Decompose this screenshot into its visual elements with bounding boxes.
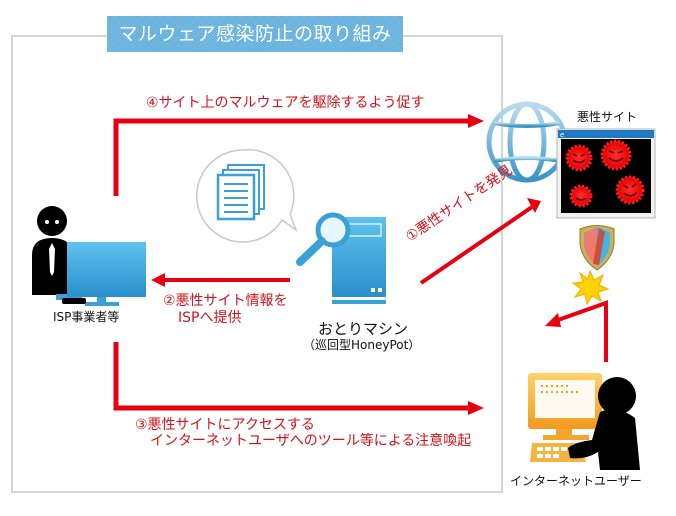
user-monitor-icon <box>528 373 602 462</box>
isp-monitor-icon <box>62 242 146 306</box>
virus-icon <box>615 175 645 205</box>
server-with-magnifier-icon <box>296 212 386 304</box>
shield-icon <box>579 225 615 271</box>
arrow-step-2 <box>151 273 290 287</box>
globe-icon <box>486 101 568 183</box>
step-2-label-line2: ISPへ提供 <box>178 310 242 326</box>
browser-with-viruses-icon: e <box>556 128 656 219</box>
step-2-label-line1: ②悪性サイト情報を <box>163 293 288 309</box>
step-3-label-line2: インターネットユーザへのツール等による注意喚起 <box>150 433 472 449</box>
arrow-step-4 <box>113 114 484 196</box>
virus-icon <box>565 144 593 172</box>
step-4-label: ④サイト上のマルウェアを駆除するよう促す <box>146 95 425 111</box>
explosion-icon <box>571 269 610 306</box>
internet-user-label: インターネットユーザー <box>510 474 642 488</box>
step-3-label-line1: ③悪性サイトにアクセスする <box>135 417 315 433</box>
honeypot-sublabel: （巡回型HoneyPot） <box>303 338 421 352</box>
arrow-user-blocked <box>545 300 608 362</box>
virus-icon <box>600 139 632 171</box>
arrow-step-3 <box>113 342 484 415</box>
svg-text:e: e <box>560 131 564 139</box>
user-person-icon <box>568 377 640 470</box>
documents-speech-bubble-icon <box>196 148 298 243</box>
malicious-site-label: 悪性サイト <box>577 110 638 124</box>
honeypot-label: おとりマシン <box>318 320 409 338</box>
virus-icon <box>569 184 593 208</box>
isp-label: ISP事業者等 <box>53 310 120 324</box>
arrow-step-1 <box>419 198 541 285</box>
diagram-title: マルウェア感染防止の取り組み <box>107 16 403 52</box>
